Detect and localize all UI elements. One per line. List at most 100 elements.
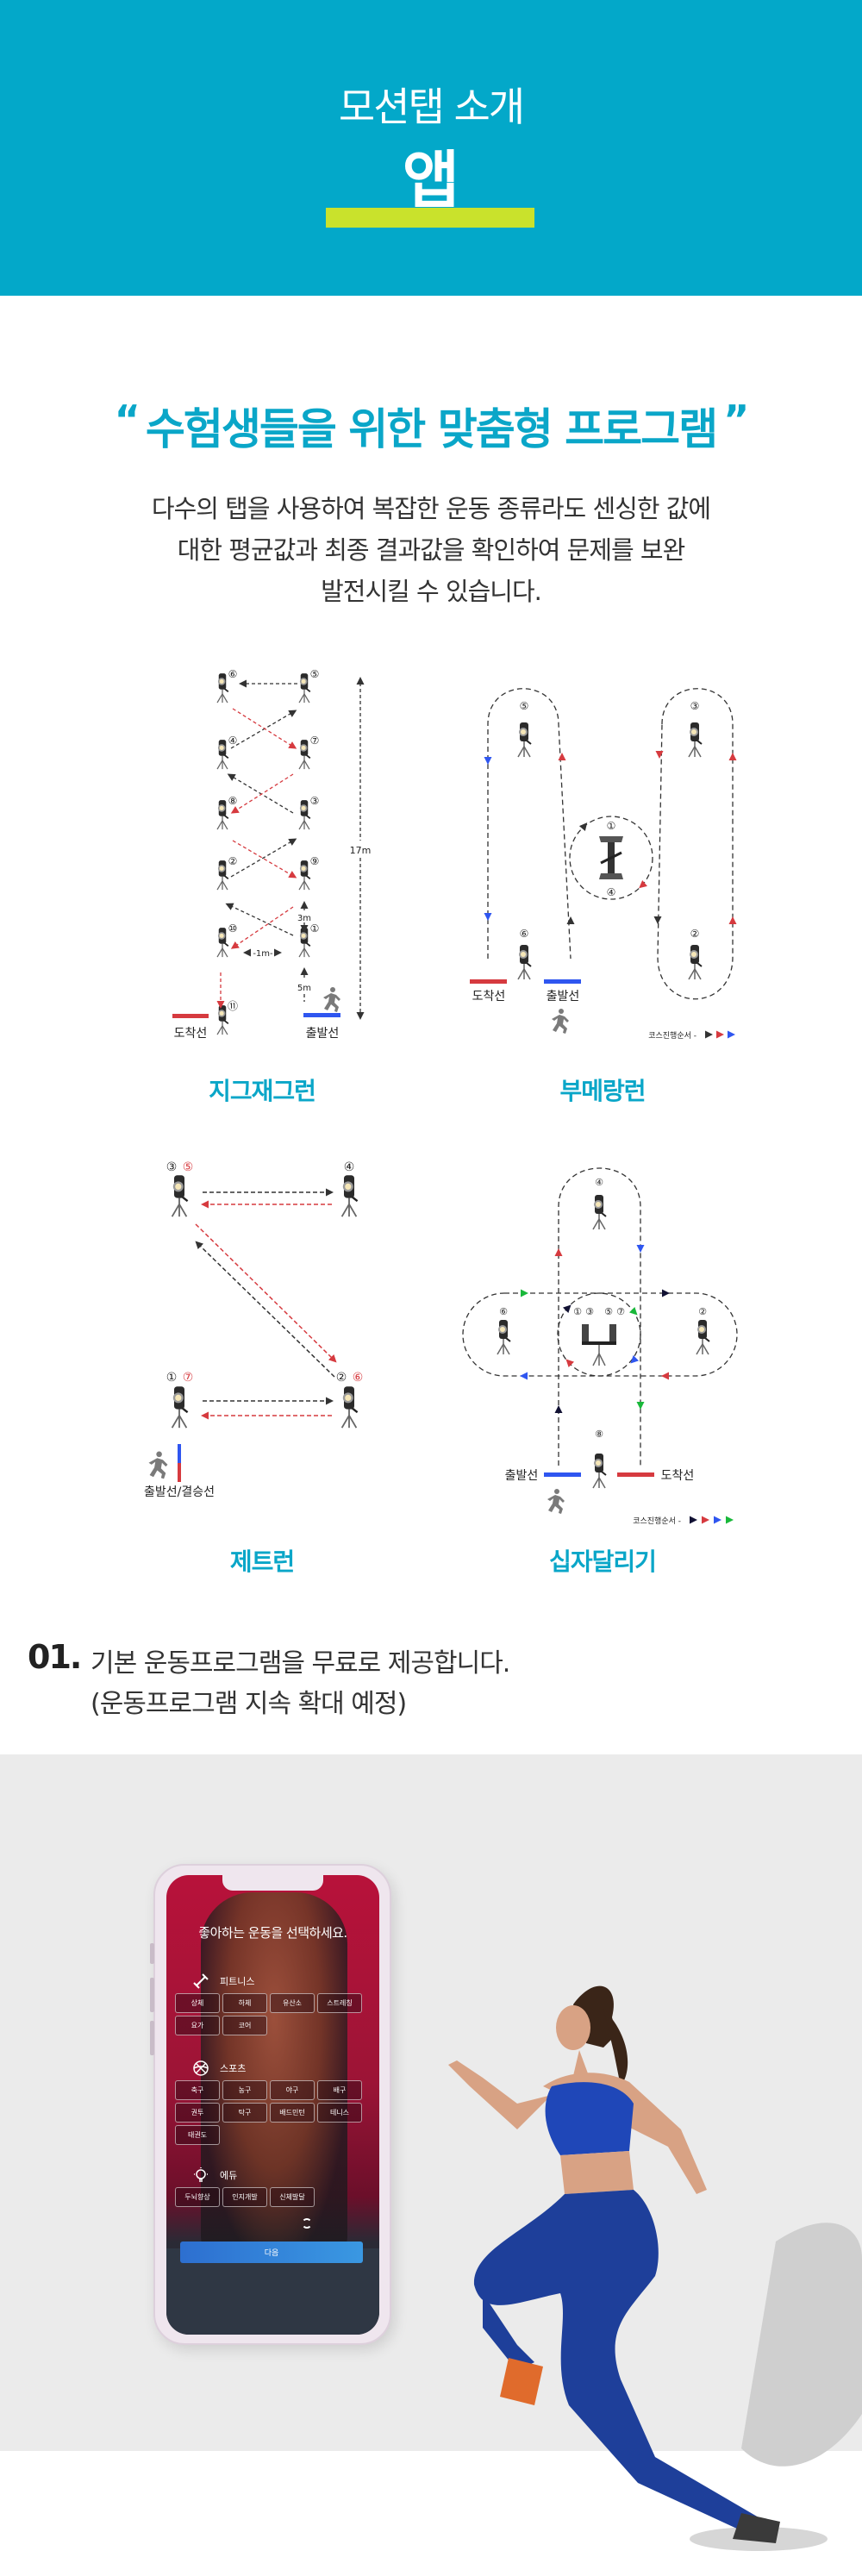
arrowhead-icon xyxy=(702,1516,709,1524)
exercise-option-button[interactable]: 야구 xyxy=(270,2080,315,2100)
exercise-option-button[interactable]: 태권도 xyxy=(175,2125,220,2145)
arrowhead-icon xyxy=(326,1188,334,1197)
arrowhead-icon xyxy=(521,1289,528,1297)
finish-line xyxy=(172,1014,209,1018)
center-tap-device xyxy=(582,1324,616,1366)
arrowhead-icon xyxy=(201,1411,209,1420)
exercise-option-button[interactable]: 농구 xyxy=(222,2080,267,2100)
arrowhead-icon xyxy=(662,1289,670,1297)
exercise-option-button[interactable]: 하체 xyxy=(222,1993,267,2013)
shadow xyxy=(741,2223,862,2467)
phone-button xyxy=(150,1978,154,2012)
exercise-option-button[interactable]: 배구 xyxy=(317,2080,362,2100)
lightbulb-icon xyxy=(192,2166,209,2184)
dumbbell-icon xyxy=(192,1973,209,1990)
station-label: ① xyxy=(573,1306,582,1317)
exercise-option-button[interactable]: 신체발달 xyxy=(270,2187,315,2207)
category-name: 에듀 xyxy=(220,2170,238,2181)
start-line xyxy=(544,1472,581,1477)
phone-button xyxy=(150,2021,154,2055)
arrowhead-icon xyxy=(230,941,240,949)
exercise-option-button[interactable]: 테니스 xyxy=(317,2103,362,2123)
arrowhead-icon xyxy=(728,1030,735,1039)
arrowhead-icon xyxy=(288,871,297,878)
arrowhead-icon xyxy=(726,1516,734,1524)
exercise-option-button[interactable]: 요가 xyxy=(175,2016,220,2035)
exercise-option-button[interactable]: 상체 xyxy=(175,1993,220,2013)
zet-cameras xyxy=(171,1173,359,1429)
station-label: ⑥ xyxy=(520,928,529,940)
arrowhead-icon xyxy=(300,967,309,975)
program-diagrams: ⑥ ⑤ ④ ⑦ ⑧ ③ ② ⑨ ⑩ ① ⑪ 17m 3m 5m -1m- 도착선… xyxy=(144,668,738,1526)
zigzag-diagram xyxy=(220,683,361,1014)
intro-line: 발전시킬 수 있습니다. xyxy=(321,577,542,606)
arrowhead-icon xyxy=(326,1397,334,1405)
station-label: ③ xyxy=(166,1160,178,1174)
station-label: ④ xyxy=(595,1177,603,1188)
arrowhead-icon xyxy=(716,1030,724,1039)
arrowhead-icon xyxy=(195,1241,204,1250)
arrowhead-icon xyxy=(274,948,282,957)
feature-line: (운동프로그램 지속 확대 예정) xyxy=(91,1689,407,1719)
station-label: ⑦ xyxy=(183,1371,194,1385)
arrowhead-icon xyxy=(554,1248,563,1256)
station-label: ④ xyxy=(228,735,238,747)
arrowhead-icon xyxy=(565,1359,575,1368)
finish-line-label: 도착선 xyxy=(661,1469,695,1483)
exercise-option-button[interactable]: 스트레칭 xyxy=(317,1993,362,2013)
station-label: ② xyxy=(228,855,238,867)
intro-body: 다수의 탭을 사용하여 복잡한 운동 종류라도 센싱한 값에 대한 평균값과 최… xyxy=(0,488,862,612)
arrowhead-icon xyxy=(578,822,588,831)
arrowhead-icon xyxy=(484,913,492,921)
arrowhead-icon xyxy=(300,901,309,909)
exercise-option-button[interactable]: 배드민턴 xyxy=(270,2103,315,2123)
station-label: ⑩ xyxy=(228,922,238,935)
category-header: 피트니스 xyxy=(175,1973,373,1990)
station-label: ⑤ xyxy=(520,700,529,712)
arrowhead-icon xyxy=(714,1516,721,1524)
arrowhead-icon xyxy=(225,903,234,910)
arrowhead-icon xyxy=(655,751,664,759)
phone-button xyxy=(150,1943,154,1964)
background-photo xyxy=(201,1892,347,2254)
station-label: ① xyxy=(607,820,616,832)
category-name: 피트니스 xyxy=(220,1976,255,1987)
station-label: ③ xyxy=(585,1306,594,1317)
exercise-option-button[interactable]: 권투 xyxy=(175,2103,220,2123)
arrowhead-icon xyxy=(562,1304,572,1314)
exercise-option-button[interactable]: 축구 xyxy=(175,2080,220,2100)
arrowhead-icon xyxy=(558,753,566,760)
refresh-icon[interactable] xyxy=(302,2218,312,2229)
arrowhead-icon xyxy=(705,1030,713,1039)
program-title-zigzag: 지그재그런 xyxy=(209,1077,316,1105)
legend-label: 코스진행순서 - xyxy=(633,1516,681,1526)
feature-line: 기본 운동프로그램을 무료로 제공합니다. xyxy=(91,1648,510,1679)
exercise-option-button[interactable]: 코어 xyxy=(222,2016,267,2035)
exercise-option-button[interactable]: 두뇌향상 xyxy=(175,2187,220,2207)
arrowhead-icon xyxy=(288,838,297,846)
runner-icon xyxy=(552,1009,569,1034)
total-distance: 17m xyxy=(350,845,372,856)
start-finish-label: 출발선/결승선 xyxy=(144,1485,215,1499)
app-heading: 좋아하는 운동을 선택하세요. xyxy=(198,1925,347,1941)
exercise-option-button[interactable]: 탁구 xyxy=(222,2103,267,2123)
station-label: ⑦ xyxy=(616,1306,625,1317)
category-header: 스포츠 xyxy=(175,2060,373,2077)
intro-headline: “수험생들을 위한 맞춤형 프로그램” xyxy=(0,395,862,457)
next-button[interactable]: 다음 xyxy=(180,2241,363,2263)
start-line-label: 출발선 xyxy=(547,990,580,1004)
station-label: ④ xyxy=(344,1160,355,1174)
arrowhead-icon xyxy=(243,948,251,957)
exercise-option-button[interactable]: 유산소 xyxy=(270,1993,315,2013)
quote-close: ” xyxy=(723,397,749,443)
boomerang-labels: ⑤ ③ ① ④ ⑥ ② 도착선 출발선 코스진행순서 - xyxy=(472,700,700,1041)
arrowhead-icon xyxy=(216,1001,225,1009)
ball-icon xyxy=(192,2060,209,2077)
exercise-option-button[interactable]: 인지개발 xyxy=(222,2187,267,2207)
station-label: ⑨ xyxy=(310,855,320,867)
